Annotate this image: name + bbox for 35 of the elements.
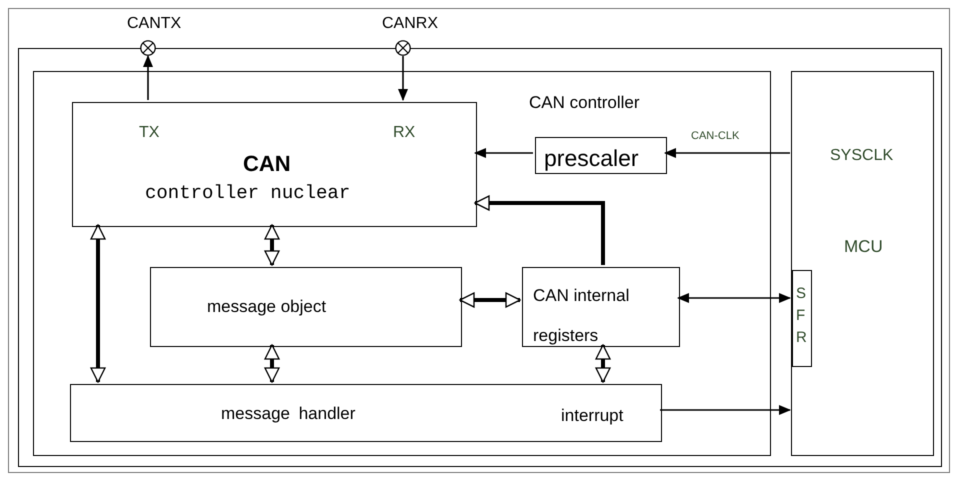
block-label: MCU bbox=[844, 236, 883, 258]
block-box bbox=[150, 267, 462, 347]
block-title: CAN controller bbox=[529, 92, 640, 114]
double-line-arrow bbox=[264, 224, 280, 266]
block-subtitle: controller nuclear bbox=[145, 181, 350, 206]
block-label: message handler bbox=[221, 403, 356, 425]
register-box bbox=[792, 270, 812, 367]
double-line-arrow bbox=[90, 224, 106, 383]
arrow bbox=[398, 56, 408, 101]
block-label: prescaler bbox=[544, 144, 639, 173]
block-box bbox=[522, 267, 680, 347]
port-label: CANRX bbox=[382, 14, 438, 34]
register-label: SFR bbox=[796, 284, 808, 348]
pin-label: RX bbox=[393, 123, 416, 143]
pin-label: TX bbox=[139, 123, 160, 143]
block-title: CAN bbox=[243, 150, 291, 178]
double-line-arrow bbox=[474, 195, 605, 265]
arrow bbox=[664, 148, 790, 158]
module-box bbox=[33, 71, 771, 456]
double-line-arrow bbox=[264, 344, 280, 383]
arrow bbox=[677, 293, 791, 303]
arrow bbox=[143, 55, 153, 100]
double-line-arrow bbox=[459, 292, 521, 308]
module-box bbox=[791, 71, 934, 456]
block-label: CAN internal registers bbox=[533, 285, 630, 347]
block-label: message object bbox=[207, 296, 326, 318]
block-label: SYSCLK bbox=[830, 146, 894, 166]
arrow bbox=[660, 405, 791, 415]
block-box bbox=[72, 102, 477, 227]
port-label: CANTX bbox=[127, 14, 182, 34]
block-box bbox=[70, 384, 662, 442]
arrow bbox=[474, 148, 533, 158]
block-label: interrupt bbox=[561, 405, 624, 427]
double-line-arrow bbox=[595, 344, 611, 383]
block-box bbox=[535, 137, 667, 174]
